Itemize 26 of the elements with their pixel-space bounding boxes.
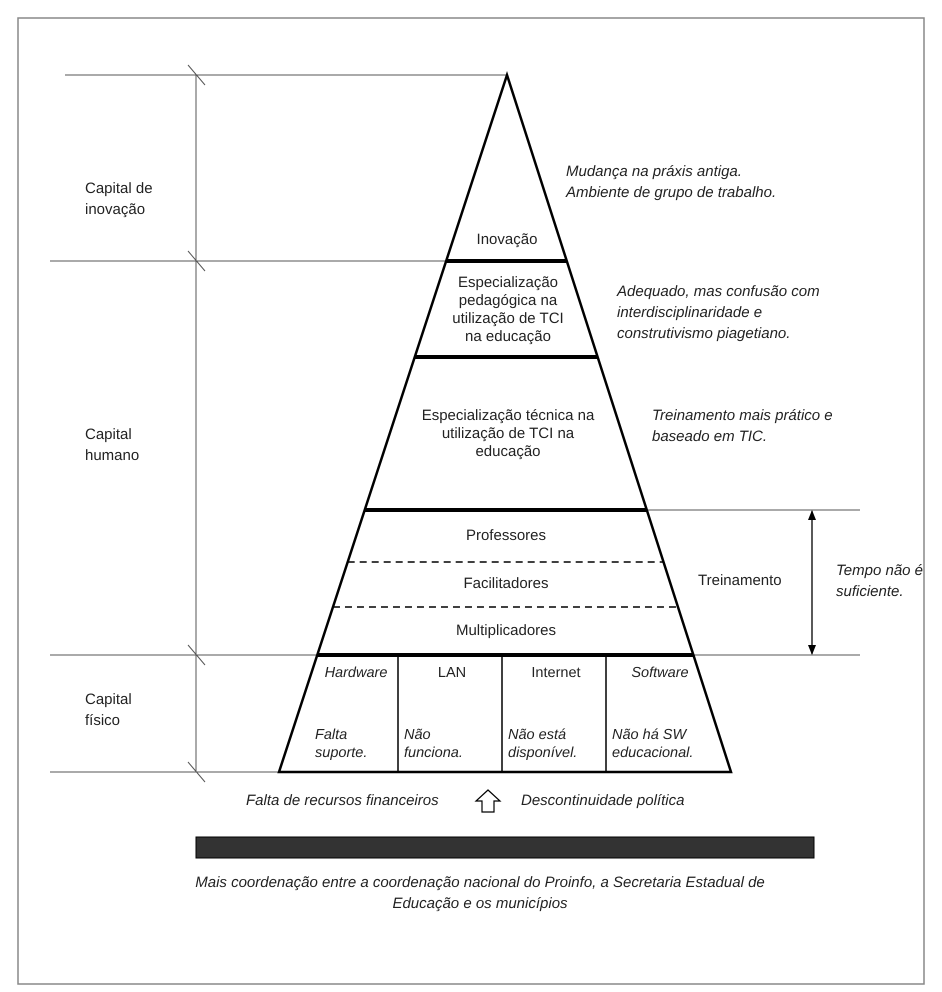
pyramid-level: Facilitadores: [365, 565, 647, 603]
cell-heading: Hardware: [324, 664, 388, 682]
caption-text: Mais coordenação entre a coordenação nacional do Proinfo, a Secretaria Estadual de Educação e os municípios: [194, 873, 766, 914]
cell-note: Não há SW educacional.: [612, 726, 694, 762]
base-bar: [196, 836, 814, 858]
dimension-label: Treinamento: [698, 571, 783, 591]
cell-heading: LAN: [438, 664, 466, 682]
level-label: Capital de inovação: [85, 179, 154, 220]
cell-note: Falta suporte.: [315, 726, 368, 762]
note-text: Adequado, mas confusão com interdisciplinaridade e construtivismo piagetiano.: [617, 282, 821, 344]
cell-note: Não está disponível.: [508, 726, 578, 762]
pyramid-level: Especialização técnica na utilização de TCI na educação: [410, 382, 606, 486]
note-text: Falta de recursos financeiros: [246, 791, 440, 811]
cell-heading: Software: [631, 664, 689, 682]
cell-note: Não funciona.: [404, 726, 464, 762]
pyramid-level: Inovação: [455, 222, 559, 258]
pyramid-level: Professores: [380, 515, 632, 557]
note-text: Tempo não é suficiente.: [836, 561, 924, 602]
note-text: Descontinuidade política: [521, 791, 686, 811]
cell-heading: Internet: [531, 664, 581, 682]
note-text: Mudança na práxis antiga. Ambiente de grupo de trabalho.: [566, 162, 778, 203]
note-text: Treinamento mais prático e baseado em TIC.: [652, 406, 834, 447]
level-label: Capital físico: [85, 690, 133, 731]
pyramid-level: Especialização pedagógica na utilização de TCI na educação: [447, 266, 569, 354]
pyramid-level: Multiplicadores: [350, 610, 662, 652]
level-label: Capital humano: [85, 425, 140, 466]
